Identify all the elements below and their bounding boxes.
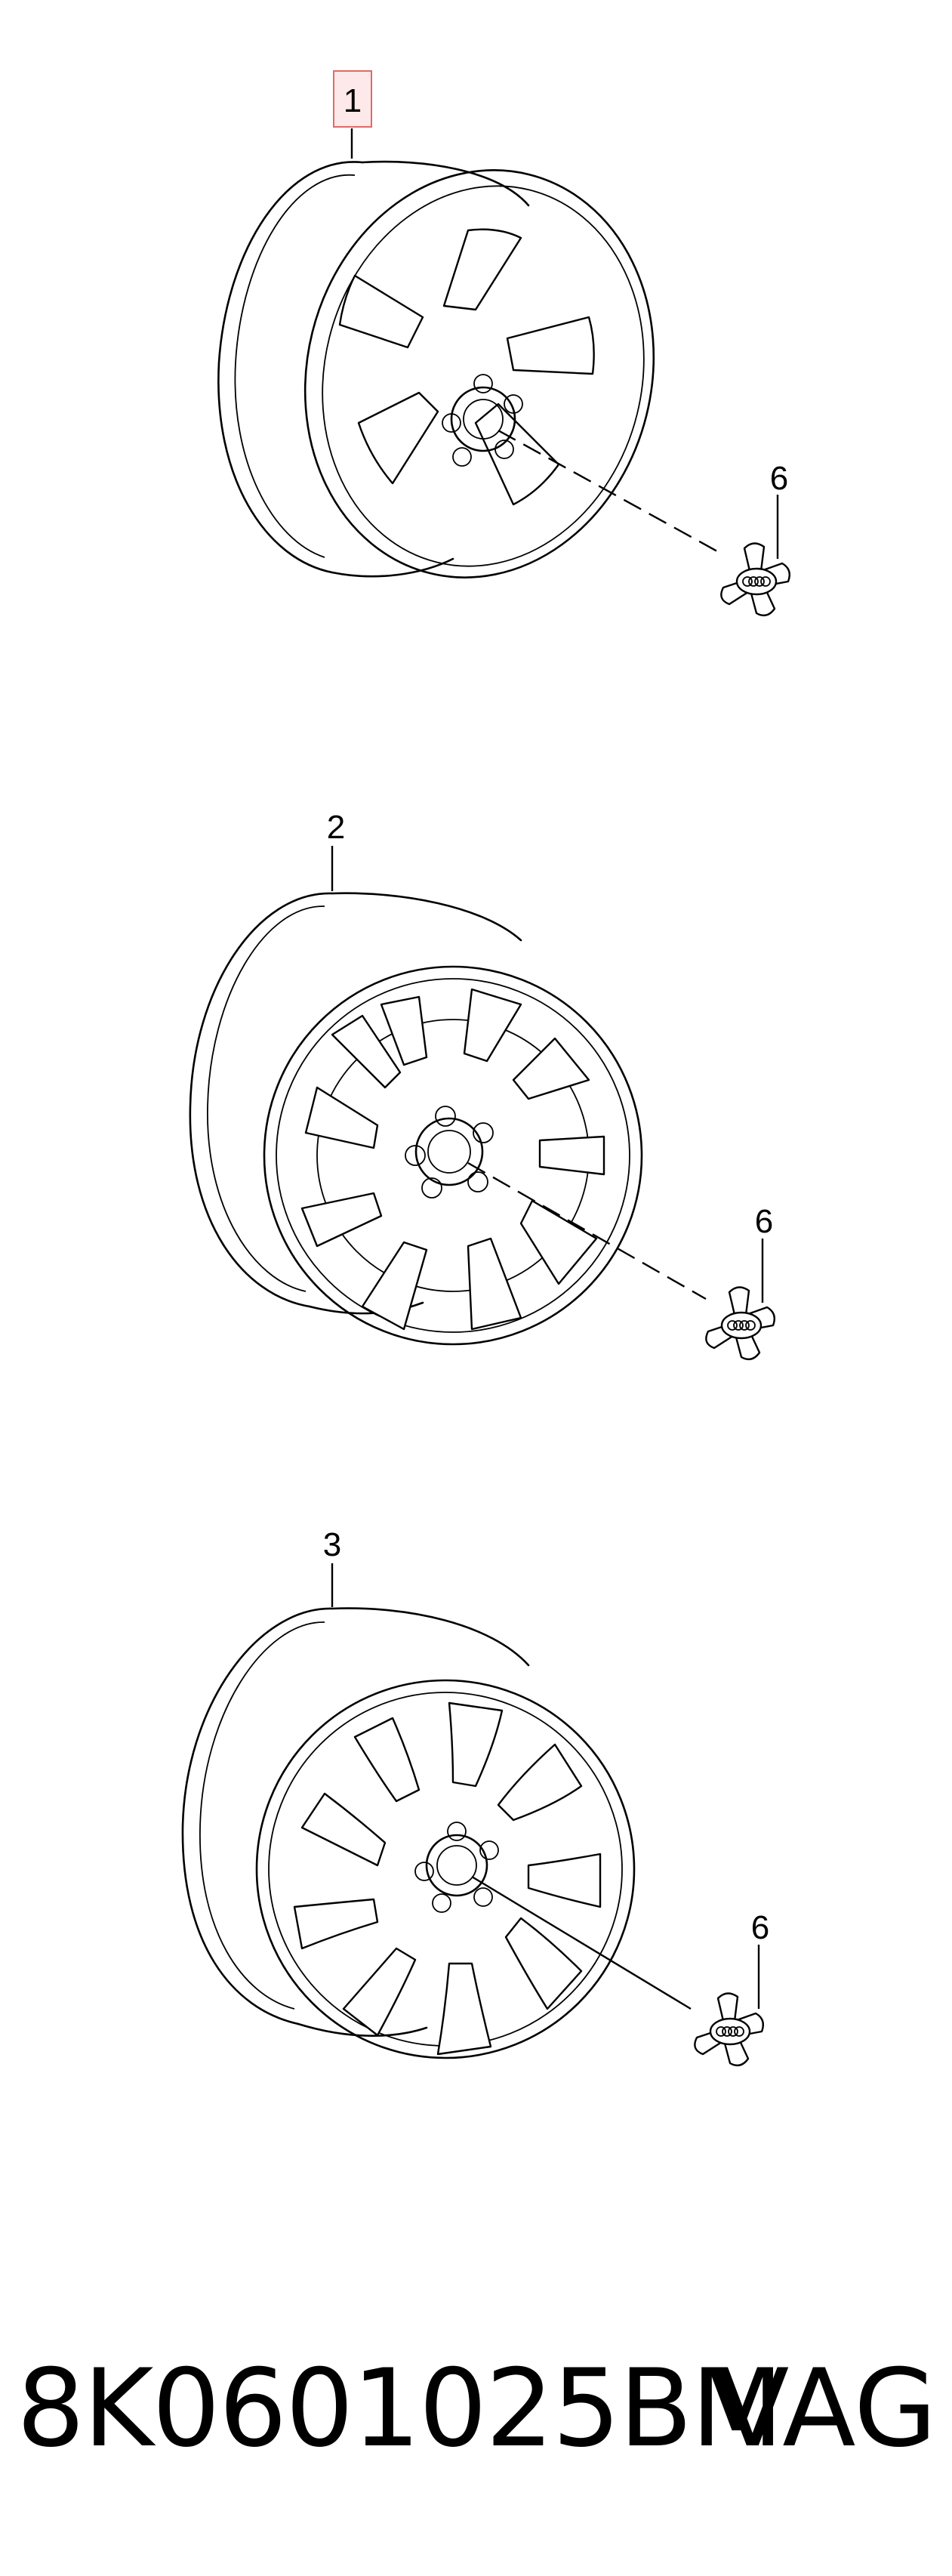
- center-cap-1: [720, 542, 791, 617]
- callout-2[interactable]: 2: [327, 809, 345, 846]
- callout-3[interactable]: 3: [323, 1526, 341, 1563]
- wheel-3: [181, 1563, 764, 2067]
- wheel-2: [189, 846, 776, 1361]
- callout-1[interactable]: 1: [344, 82, 362, 119]
- callout-6-wheel-2[interactable]: 6: [755, 1203, 773, 1240]
- callout-6-wheel-3[interactable]: 6: [751, 1909, 769, 1946]
- brand-name: VAG: [716, 2346, 937, 2471]
- center-cap-3: [694, 1992, 764, 2067]
- part-info-footer: 8K0601025BM VAG: [0, 2349, 952, 2470]
- center-cap-2: [705, 1286, 776, 1361]
- callout-highlight-box: [333, 70, 372, 128]
- wheel-1: [217, 128, 791, 617]
- part-number: 8K0601025BM: [17, 2346, 784, 2471]
- callout-6-wheel-1[interactable]: 6: [770, 460, 788, 497]
